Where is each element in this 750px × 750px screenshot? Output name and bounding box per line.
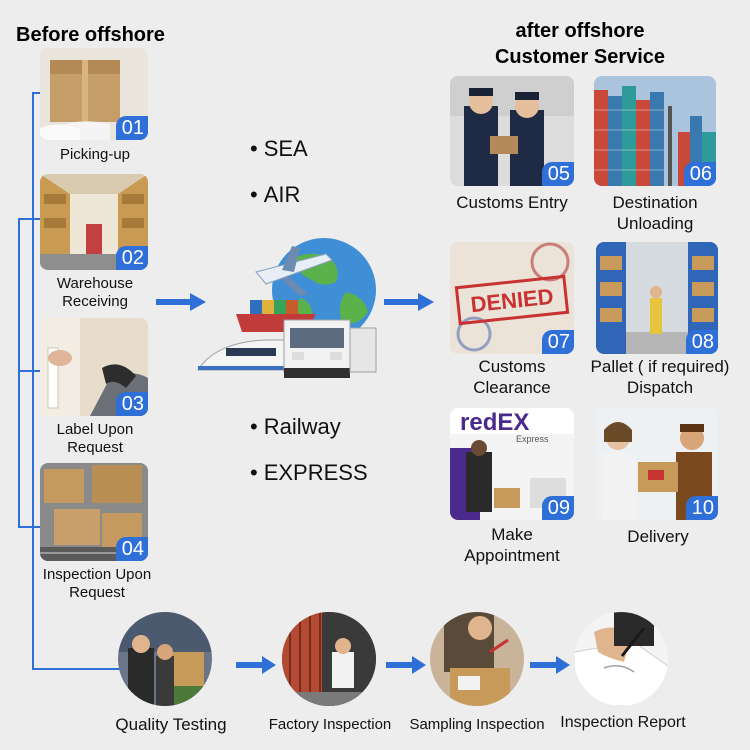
label-make-appointment: Make Appointment [464, 525, 560, 565]
after-offshore-title-line1: after offshore [515, 20, 645, 42]
step-badge-08: 08 [685, 330, 718, 354]
photo-pallet-dispatch: 08 [596, 242, 718, 354]
step-badge-07: 07 [541, 330, 574, 354]
photo-label-request: 03 [40, 318, 148, 416]
label-sampling-inspection: Sampling Inspection [409, 716, 545, 733]
photo-make-appointment: redEX Express 09 [450, 408, 574, 520]
label-label-request: Label Upon Request [56, 421, 134, 456]
arrow-transport-to-after [384, 292, 434, 312]
photo-picking-up: 01 [40, 48, 148, 140]
before-connector-vertical-inner [18, 218, 20, 528]
arrow-before-to-transport [156, 292, 206, 312]
mode-railway-bullet: • [250, 414, 258, 439]
after-offshore-title-line2: Customer Service [494, 46, 666, 68]
circle-quality-testing [118, 612, 212, 706]
arrow-quality-to-factory [236, 656, 276, 674]
mode-air-label: AIR [263, 182, 301, 207]
arrow-factory-to-sampling [386, 656, 426, 674]
circle-inspection-report [574, 612, 668, 706]
transport-illustration [196, 232, 382, 382]
mode-sea-bullet: • [250, 136, 258, 161]
mode-sea: •SEA [250, 136, 308, 162]
before-connector-tick-01 [32, 92, 40, 94]
mode-sea-label: SEA [263, 136, 308, 161]
label-customs-clearance: Customs Clearance [473, 357, 551, 397]
label-factory-inspection: Factory Inspection [268, 716, 392, 733]
step-badge-09: 09 [541, 496, 574, 520]
label-warehouse-receiving: Warehouse Receiving [56, 275, 134, 310]
step-badge-06: 06 [683, 162, 716, 186]
label-inspection-report: Inspection Report [560, 714, 686, 731]
mode-railway: •Railway [250, 414, 341, 440]
after-offshore-title: after offshore Customer Service [460, 18, 700, 70]
step-badge-10: 10 [685, 496, 718, 520]
step-badge-04: 04 [115, 537, 148, 561]
mode-express-bullet: • [250, 460, 258, 485]
label-destination-unloading: Destination Unloading [612, 193, 698, 233]
photo-destination-unloading: 06 [594, 76, 716, 186]
circle-factory-inspection [282, 612, 376, 706]
photo-customs-entry: 05 [450, 76, 574, 186]
label-pallet-dispatch: Pallet ( if required) Dispatch [590, 357, 730, 397]
step-badge-03: 03 [115, 392, 148, 416]
before-connector-tick-02 [18, 218, 40, 220]
label-quality-testing: Quality Testing [115, 715, 227, 734]
photo-delivery: 10 [596, 408, 718, 520]
brand-logo-text: redEX [460, 409, 529, 436]
photo-warehouse-receiving: 02 [40, 174, 148, 270]
label-picking-up: Picking-up [59, 146, 131, 163]
before-connector-tick-03 [18, 370, 40, 372]
arrow-sampling-to-report [530, 656, 570, 674]
before-connector-tick-04 [18, 526, 40, 528]
label-customs-entry: Customs Entry [456, 193, 568, 212]
mode-railway-label: Railway [263, 414, 341, 439]
label-delivery: Delivery [627, 527, 689, 546]
before-offshore-title: Before offshore [16, 24, 165, 46]
mode-air: •AIR [250, 182, 300, 208]
mode-express: •EXPRESS [250, 460, 368, 486]
before-connector-vertical [32, 92, 34, 670]
photo-customs-clearance: DENIED 07 [450, 242, 574, 354]
circle-sampling-inspection [430, 612, 524, 706]
before-connector-bottom [32, 668, 120, 670]
brand-logo-sub: Express [516, 434, 549, 444]
photo-inspection-request: 04 [40, 463, 148, 561]
mode-express-label: EXPRESS [263, 460, 368, 485]
step-badge-01: 01 [115, 116, 148, 140]
label-inspection-request: Inspection Upon Request [42, 566, 152, 601]
step-badge-05: 05 [541, 162, 574, 186]
mode-air-bullet: • [250, 182, 258, 207]
step-badge-02: 02 [115, 246, 148, 270]
